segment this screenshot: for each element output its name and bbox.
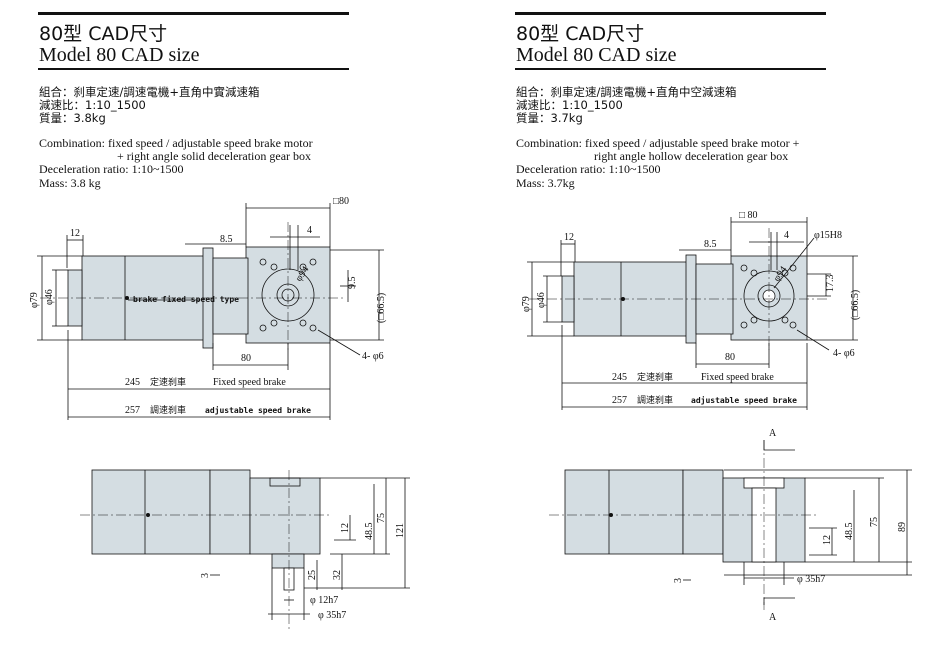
dim-v89: 89 [897, 522, 908, 532]
dim-phi46: φ46 [44, 289, 55, 305]
dim-v48-5: 48.5 [364, 523, 375, 541]
dim-shaft12: φ 12h7 [310, 595, 338, 606]
dim-phi46: φ46 [536, 292, 547, 308]
dim-v3: 3 [200, 573, 211, 578]
dim-245-en: Fixed speed brake [213, 377, 286, 388]
dim-66-5: (□66.5) [376, 293, 387, 323]
dim-v12: 12 [340, 523, 351, 533]
title-cn: 80型 CAD尺寸 [39, 23, 168, 45]
dim-12: 12 [564, 232, 574, 243]
ratio-cn: 減速比：1:10_1500 [39, 98, 146, 112]
title-rule [515, 68, 826, 70]
brake-type-label: brake fixed speed type [133, 294, 239, 304]
left-top-view-drawing: □80 4 8.5 12 φ79 φ46 9.5 (□66.5) φ94 80 … [29, 196, 410, 630]
combination-en: Combination: fixed speed / adjustable sp… [39, 136, 313, 150]
title-rule [38, 68, 349, 70]
dim-257-en: adjustable speed brake [691, 395, 797, 405]
section-a-bottom: A [769, 612, 777, 623]
dim-v12: 12 [822, 535, 833, 545]
dim-square: □ 80 [739, 210, 758, 221]
dim-257-cn: 調速刹車 [150, 404, 186, 416]
ratio-cn: 減速比：1:10_1500 [516, 98, 623, 112]
dim-245-en: Fixed speed brake [701, 372, 774, 383]
mass-en: Mass: 3.7kg [516, 176, 575, 190]
dim-245-cn: 定速刹車 [150, 376, 186, 388]
combination-cn: 組合：刹車定速/調速電機+直角中實減速箱 [39, 85, 260, 99]
combination-en: Combination: fixed speed / adjustable sp… [516, 136, 800, 150]
dim-257-cn: 調速刹車 [637, 394, 673, 406]
dim-phi79: φ79 [521, 296, 532, 312]
dim-square: □80 [333, 196, 349, 207]
dim-v75: 75 [376, 513, 387, 523]
dim-80: 80 [241, 353, 251, 364]
mass-cn: 質量：3.7kg [516, 111, 583, 125]
dim-8-5: 8.5 [220, 234, 233, 245]
dim-245: 245 [612, 372, 627, 383]
dim-holes: 4- φ6 [362, 351, 384, 362]
title-en: Model 80 CAD size [516, 44, 677, 66]
combination-en-2: right angle hollow deceleration gear box [594, 149, 789, 163]
dim-v32: 32 [332, 570, 343, 580]
dim-257-en: adjustable speed brake [205, 405, 311, 415]
top-rule [515, 12, 826, 15]
combination-cn: 組合：刹車定速/調速電機+直角中空減速箱 [516, 85, 737, 99]
dim-8-5: 8.5 [704, 239, 717, 250]
combination-en-2: + right angle solid deceleration gear bo… [117, 149, 312, 163]
section-a-top: A [769, 428, 777, 439]
right-panel: 80型 CAD尺寸 Model 80 CAD size 組合：刹車定速/調速電機… [469, 0, 938, 662]
dim-v48-5: 48.5 [844, 523, 855, 541]
dim-shaft35: φ 35h7 [797, 574, 825, 585]
dim-9-5: 9.5 [347, 277, 358, 290]
title-cn: 80型 CAD尺寸 [516, 23, 645, 45]
dim-17-3: 17.3 [825, 275, 836, 293]
dim-shaft35: φ 35h7 [318, 610, 346, 621]
top-rule [38, 12, 349, 15]
dim-257: 257 [612, 395, 627, 406]
mass-en: Mass: 3.8 kg [39, 176, 101, 190]
dim-245: 245 [125, 377, 140, 388]
dim-80: 80 [725, 352, 735, 363]
dim-v121: 121 [395, 523, 406, 538]
ratio-en: Deceleration ratio: 1:10~1500 [516, 162, 661, 176]
mass-cn: 質量：3.8kg [39, 111, 106, 125]
dim-245-cn: 定速刹車 [637, 371, 673, 383]
ratio-en: Deceleration ratio: 1:10~1500 [39, 162, 184, 176]
dim-v25: 25 [307, 570, 318, 580]
dim-257: 257 [125, 405, 140, 416]
gearbox-side [249, 477, 321, 555]
dim-4: 4 [307, 225, 312, 236]
dim-12: 12 [70, 228, 80, 239]
dim-4: 4 [784, 230, 789, 241]
dim-66-5: (□66.5) [850, 290, 861, 320]
dim-phi15h8: φ15H8 [814, 230, 842, 241]
dim-phi79: φ79 [29, 292, 40, 308]
motor-side-body [91, 469, 211, 555]
left-panel: 80型 CAD尺寸 Model 80 CAD size 組合：刹車定速/調速電機… [29, 12, 410, 630]
dim-v3: 3 [673, 578, 684, 583]
dim-v75: 75 [869, 517, 880, 527]
dim-holes: 4- φ6 [833, 348, 855, 359]
title-en: Model 80 CAD size [39, 44, 200, 66]
right-top-view-drawing: □ 80 4 φ15H8 8.5 12 φ79 φ46 17.3 (□66.5)… [521, 210, 912, 623]
motor-side-body [564, 469, 684, 555]
